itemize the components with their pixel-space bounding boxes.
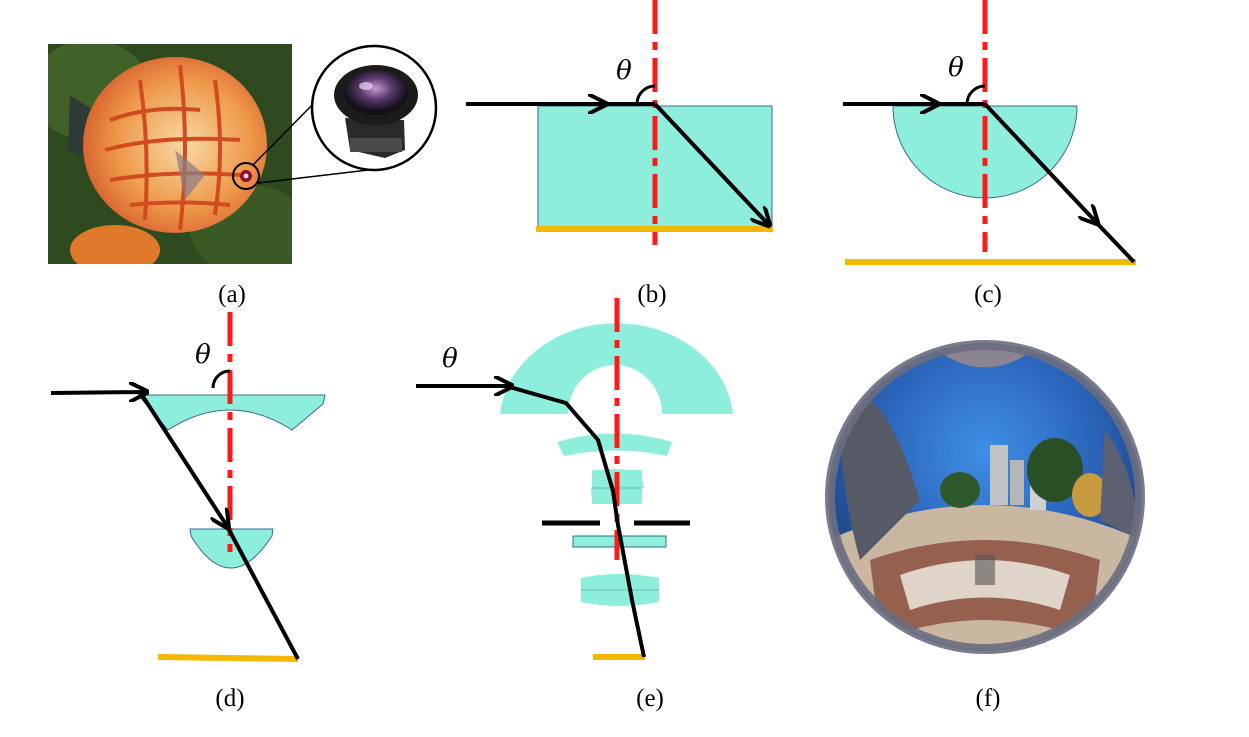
refracted-ray-path: [505, 384, 646, 658]
theta-symbol: θ: [948, 53, 964, 83]
panel-e: θ (e): [416, 298, 733, 712]
caption-a: (a): [218, 281, 246, 308]
angle-arc: [211, 369, 231, 389]
caption-d: (d): [215, 685, 244, 712]
caption-f: (f): [976, 685, 1001, 712]
front-meniscus-lens: [136, 394, 326, 431]
caption-b: (b): [637, 281, 666, 308]
refracted-ray-tail: [1090, 216, 1136, 264]
refracted-ray: [983, 102, 1096, 222]
panel-b: θ (b): [466, 0, 773, 308]
panel-d: θ (d): [50, 312, 326, 712]
caption-e: (e): [636, 685, 664, 712]
theta-symbol: θ: [442, 344, 458, 374]
callout-line-bottom: [257, 167, 386, 184]
panel-f: (f): [825, 340, 1145, 712]
caption-c: (c): [974, 281, 1002, 308]
sensor-plane: [157, 654, 299, 662]
angle-arc: [965, 84, 986, 105]
fisheye-lens-icon: [310, 44, 438, 172]
refracted-ray: [653, 102, 768, 224]
theta-symbol: θ: [195, 340, 211, 370]
theta-symbol: θ: [616, 56, 632, 86]
fisheye-image-sphere: [825, 340, 1145, 654]
callout-line-top: [251, 94, 323, 167]
panel-a: (a): [48, 44, 438, 308]
incident-ray: [50, 392, 145, 393]
panel-c: θ (c): [843, 0, 1136, 308]
exit-ray: [225, 525, 300, 660]
front-dome-element: [500, 323, 733, 414]
angle-arc: [635, 84, 656, 105]
eye-highlight-circle: [232, 162, 260, 190]
refracted-ray: [138, 390, 227, 526]
hemispherical-lens: [892, 105, 1078, 199]
fish-photo: [48, 44, 292, 264]
